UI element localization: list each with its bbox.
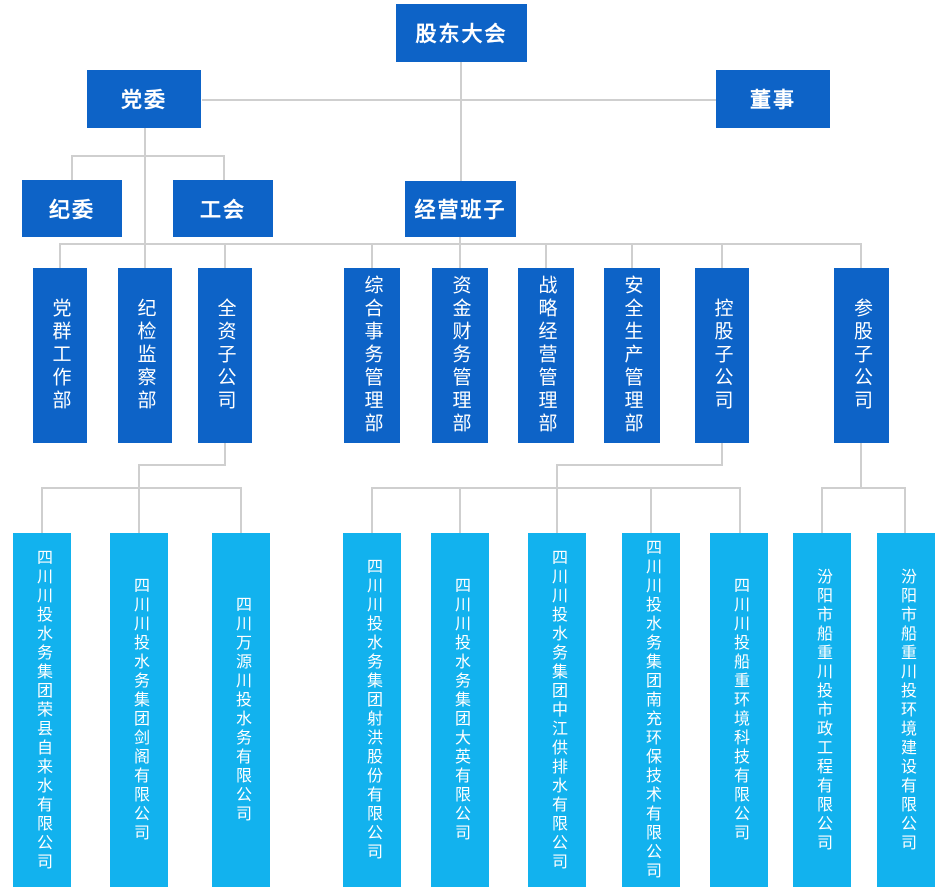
connector-line [721, 243, 723, 268]
node-department-wholly-owned-subsidiaries: 全资子公司 [198, 268, 252, 443]
connector-line [71, 155, 73, 180]
connector-line [240, 487, 242, 533]
node-department-discipline-inspection: 纪检监察部 [118, 268, 172, 443]
connector-line [371, 243, 373, 268]
node-subsidiary-nanchong-environmental: 四川川投水务集团南充环保技术有限公司 [622, 533, 680, 887]
node-subsidiary-jiange: 四川川投水务集团剑阁有限公司 [110, 533, 168, 887]
node-department-equity-subsidiaries: 参股子公司 [834, 268, 889, 443]
connector-line [631, 243, 633, 268]
node-department-general-affairs: 综合事务管理部 [344, 268, 400, 443]
node-department-finance: 资金财务管理部 [432, 268, 488, 443]
node-directors: 董事 [716, 70, 830, 128]
node-subsidiary-zhongjiang: 四川川投水务集团中江供排水有限公司 [528, 533, 586, 887]
connector-line [41, 487, 242, 489]
connector-line [459, 237, 461, 268]
subsidiary-label: 四川川投水务集团剑阁有限公司 [131, 577, 148, 843]
subsidiary-label: 四川川投船重环境科技有限公司 [731, 577, 748, 843]
connector-line [224, 443, 226, 466]
subsidiary-label: 四川川投水务集团射洪股份有限公司 [364, 558, 381, 862]
connector-line [459, 487, 461, 533]
department-label: 资金财务管理部 [449, 275, 471, 436]
connector-line [71, 155, 225, 157]
connector-line [371, 487, 740, 489]
connector-line [556, 464, 558, 488]
node-subsidiary-wanyuan: 四川万源川投水务有限公司 [212, 533, 270, 887]
department-label: 战略经营管理部 [535, 275, 557, 436]
node-department-party-mass-work: 党群工作部 [33, 268, 87, 443]
subsidiary-label: 四川川投水务集团南充环保技术有限公司 [643, 539, 660, 881]
connector-line [904, 487, 906, 533]
node-management-team: 经营班子 [405, 181, 516, 237]
node-subsidiary-fenyang-municipal-engineering: 汾阳市船重川投市政工程有限公司 [793, 533, 851, 887]
node-subsidiary-shehong: 四川川投水务集团射洪股份有限公司 [343, 533, 401, 887]
connector-line [371, 487, 373, 533]
department-label: 控股子公司 [711, 298, 733, 413]
subsidiary-label: 汾阳市船重川投环境建设有限公司 [898, 567, 915, 853]
connector-line [739, 487, 741, 533]
connector-line [144, 128, 146, 268]
subsidiary-label: 四川川投水务集团荣县自来水有限公司 [34, 548, 51, 872]
subsidiary-label: 汾阳市船重川投市政工程有限公司 [814, 567, 831, 853]
connector-line [224, 243, 226, 268]
department-label: 综合事务管理部 [361, 275, 383, 436]
node-subsidiary-chuanzhong-environment-tech: 四川川投船重环境科技有限公司 [710, 533, 768, 887]
node-party-committee: 党委 [87, 70, 201, 128]
node-subsidiary-rongxian-tap-water: 四川川投水务集团荣县自来水有限公司 [13, 533, 71, 887]
department-label: 全资子公司 [214, 298, 236, 413]
connector-line [860, 443, 862, 488]
node-subsidiary-fenyang-environment-construction: 汾阳市船重川投环境建设有限公司 [877, 533, 935, 887]
connector-line [41, 487, 43, 533]
connector-line [821, 487, 823, 533]
connector-line [545, 243, 547, 268]
node-department-strategic-operation: 战略经营管理部 [518, 268, 574, 443]
node-labor-union: 工会 [173, 180, 273, 237]
department-label: 纪检监察部 [134, 298, 156, 413]
connector-line [59, 243, 61, 268]
connector-line [556, 487, 558, 533]
node-discipline-committee: 纪委 [22, 180, 122, 237]
department-label: 安全生产管理部 [621, 275, 643, 436]
connector-line [138, 487, 140, 533]
department-label: 党群工作部 [49, 298, 71, 413]
connector-line [721, 443, 723, 466]
connector-line [202, 99, 716, 101]
subsidiary-label: 四川川投水务集团中江供排水有限公司 [549, 548, 566, 872]
connector-line [460, 62, 462, 181]
connector-line [860, 243, 862, 268]
connector-line [650, 487, 652, 533]
connector-line [138, 464, 140, 488]
node-subsidiary-daying: 四川川投水务集团大英有限公司 [431, 533, 489, 887]
node-shareholders-meeting: 股东大会 [396, 4, 527, 62]
node-department-safety-production: 安全生产管理部 [604, 268, 660, 443]
connector-line [138, 464, 226, 466]
connector-line [556, 464, 723, 466]
department-label: 参股子公司 [851, 298, 872, 413]
connector-line [821, 487, 906, 489]
subsidiary-label: 四川川投水务集团大英有限公司 [452, 577, 469, 843]
connector-line [223, 155, 225, 180]
subsidiary-label: 四川万源川投水务有限公司 [233, 596, 250, 824]
node-department-holding-subsidiaries: 控股子公司 [695, 268, 749, 443]
